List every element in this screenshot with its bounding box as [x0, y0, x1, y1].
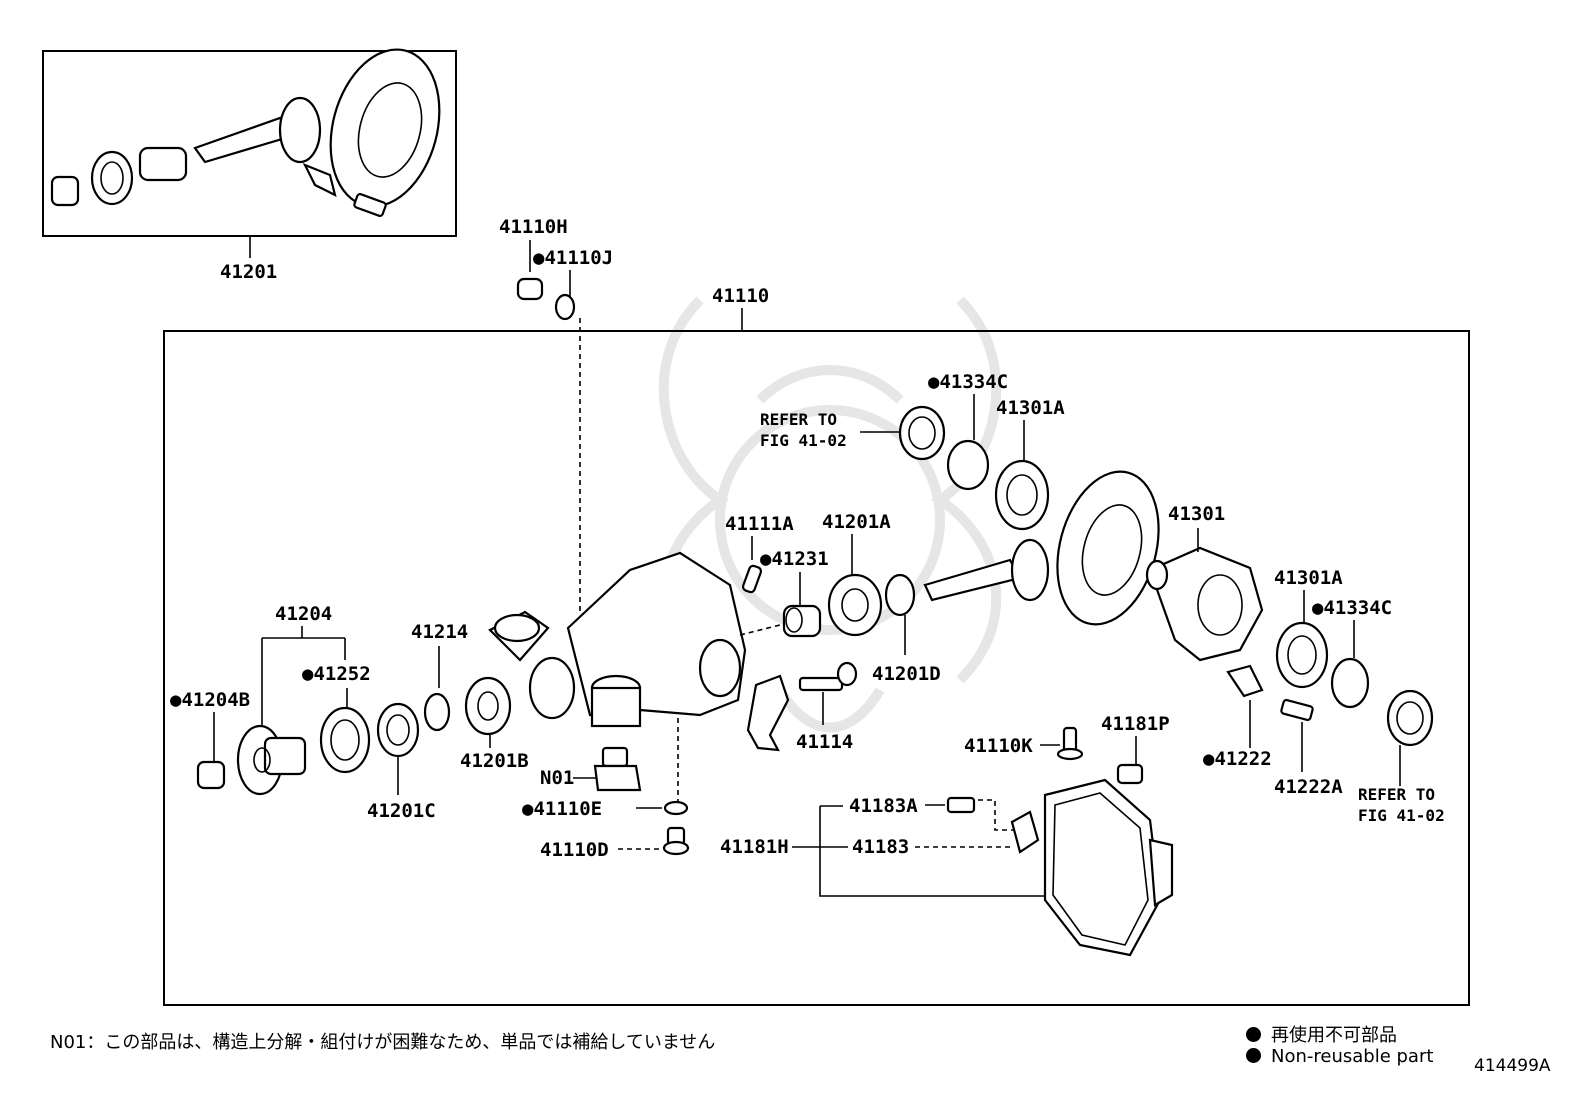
- lock-plate-41222: [1226, 664, 1264, 698]
- label-N01: N01: [540, 767, 574, 789]
- nut-41204B: [196, 760, 226, 790]
- inset-pinion-gear-set: [50, 48, 441, 217]
- label-41214: 41214: [411, 621, 468, 643]
- figure-id: 414499A: [1474, 1056, 1551, 1076]
- differential-carrier-housing: [488, 551, 747, 728]
- breather-41110K: [1056, 726, 1084, 761]
- label-41231: ●41231: [760, 548, 829, 570]
- pin-41111A: [741, 564, 763, 594]
- rear-cover-41181H: [1043, 778, 1174, 957]
- gasket-41110E: [663, 800, 689, 816]
- bearing-41301A-top: [994, 459, 1050, 531]
- main-assembly-box-41110: [163, 330, 1470, 1006]
- companion-flange-41204: [236, 724, 307, 796]
- ring-gear: [1056, 470, 1160, 626]
- label-41201B: 41201B: [460, 750, 529, 772]
- shim-41334C-top: [946, 439, 990, 491]
- label-41201C: 41201C: [367, 800, 436, 822]
- shim-41334C-right: [1330, 657, 1370, 709]
- label-41110E: ●41110E: [522, 798, 602, 820]
- label-41334C-top: ●41334C: [928, 371, 1008, 393]
- label-41183A: 41183A: [849, 795, 918, 817]
- differential-case-41301: [1145, 546, 1264, 662]
- label-41222A: 41222A: [1274, 776, 1343, 798]
- oil-seal-bottom: [1386, 689, 1434, 747]
- label-41110D: 41110D: [540, 839, 609, 861]
- shim-41201D: [884, 573, 916, 617]
- label-41201A-mid: 41201A: [822, 511, 891, 533]
- bolt-41222A: [1280, 698, 1314, 722]
- legend-jp-text: 再使用不可部品: [1271, 1025, 1397, 1046]
- legend-en-text: Non-reusable part: [1271, 1046, 1434, 1067]
- plug-41181P: [1116, 763, 1144, 785]
- label-41201D: 41201D: [872, 663, 941, 685]
- bolt-41183A: [946, 796, 976, 814]
- non-reusable-dot-icon: [1246, 1027, 1261, 1042]
- label-41222: ●41222: [1203, 748, 1272, 770]
- refer-to-top-line1: REFER TO: [760, 410, 837, 429]
- bolt-41114: [798, 676, 844, 692]
- part-N01: [593, 746, 642, 792]
- bracket-41183: [1010, 810, 1040, 854]
- label-41301A-right: 41301A: [1274, 567, 1343, 589]
- label-41204B: ●41204B: [170, 689, 250, 711]
- label-41110: 41110: [712, 285, 769, 307]
- legend-row-jp: 再使用不可部品: [1246, 1021, 1397, 1047]
- label-41301: 41301: [1168, 503, 1225, 525]
- bearing-cap-41114: [746, 674, 790, 752]
- washer-41110J: [554, 293, 576, 321]
- label-41301A-top: 41301A: [996, 397, 1065, 419]
- label-41252: ●41252: [302, 663, 371, 685]
- bearing-41201B: [464, 676, 512, 736]
- bearing-41201C: [376, 702, 420, 758]
- bolt-41110H: [516, 277, 544, 301]
- label-41110J: ●41110J: [533, 247, 613, 269]
- label-41334C-right: ●41334C: [1312, 597, 1392, 619]
- drive-pinion: [923, 538, 1050, 602]
- label-41110H: 41110H: [499, 216, 568, 238]
- refer-to-bottom-line1: REFER TO: [1358, 785, 1435, 804]
- label-41181P: 41181P: [1101, 713, 1170, 735]
- label-41204: 41204: [275, 603, 332, 625]
- label-41181H: 41181H: [720, 836, 789, 858]
- oil-seal-41252: [319, 706, 371, 774]
- refer-to-top-line2: FIG 41-02: [760, 431, 847, 450]
- refer-to-bottom-line2: FIG 41-02: [1358, 806, 1445, 825]
- label-41110K: 41110K: [964, 735, 1033, 757]
- spacer-41214: [423, 692, 451, 732]
- spacer-41231: [782, 604, 822, 638]
- label-41183: 41183: [852, 836, 909, 858]
- label-41201: 41201: [220, 261, 277, 283]
- bearing-41201A: [827, 573, 883, 637]
- non-reusable-dot-icon: [1246, 1048, 1261, 1063]
- bearing-41301A-right: [1275, 621, 1329, 689]
- legend-row-en: Non-reusable part: [1246, 1046, 1433, 1067]
- label-41111A: 41111A: [725, 513, 794, 535]
- plug-41110D: [662, 826, 690, 856]
- label-41114: 41114: [796, 731, 853, 753]
- n01-footnote: N01：この部品は、構造上分解・組付けが困難なため、単品では補給していません: [50, 1032, 716, 1053]
- oil-seal-top: [898, 405, 946, 461]
